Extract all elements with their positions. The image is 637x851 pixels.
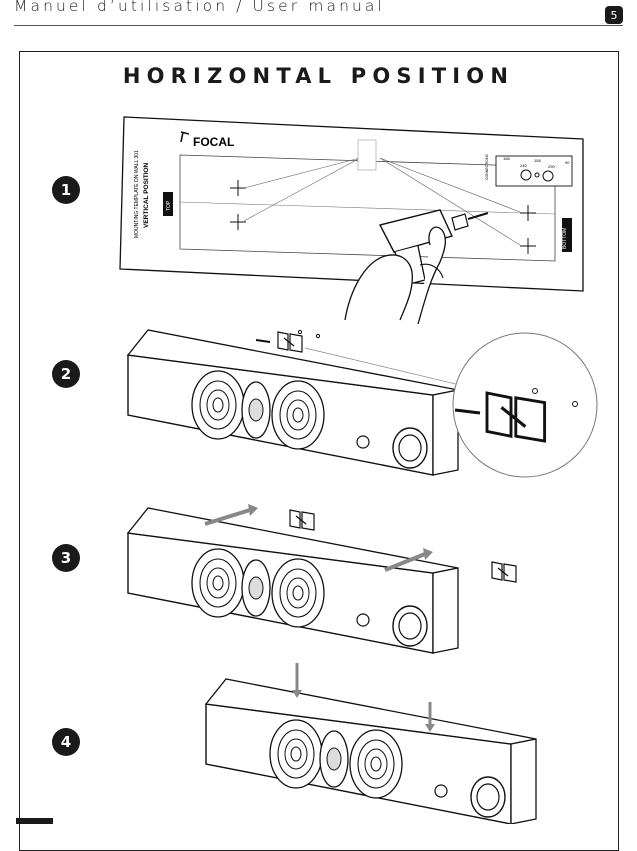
section-title: HORIZONTAL POSITION — [122, 64, 515, 88]
step1-illustration: TOP BOTTOM VERTICAL POSITION MOUNTING TE… — [119, 116, 584, 325]
template-dim-5: 290 — [548, 164, 555, 169]
template-dim-2: 158 — [534, 158, 541, 163]
focal-logo-icon — [180, 131, 190, 143]
template-side-text-1: MOUNTING TEMPLATE ON WALL 301 — [134, 150, 140, 238]
illustrations: TOP BOTTOM VERTICAL POSITION MOUNTING TE… — [119, 116, 598, 824]
step4-illustration — [205, 663, 537, 824]
template-bottom-label: BOTTOM — [562, 228, 568, 249]
step3-illustration — [127, 504, 517, 654]
header-divider — [14, 25, 623, 26]
step2-illustration — [127, 329, 598, 478]
template-dim-3: 90 — [565, 160, 570, 165]
corner-mark — [16, 818, 53, 824]
template-brand: FOCAL — [193, 135, 234, 149]
template-dim-1: 158 — [503, 156, 510, 161]
step-badge-2: 2 — [52, 360, 80, 388]
step-badge-4: 4 — [52, 728, 80, 756]
step-badge-3: 3 — [52, 544, 80, 572]
header-title: Manuel d’utilisation / User manual — [14, 0, 385, 15]
template-top-label: TOP — [166, 200, 172, 211]
page-number: 5 — [605, 6, 623, 24]
step-badge-1: 1 — [52, 176, 80, 204]
template-connections-label: CONNECTIONS — [485, 153, 489, 180]
template-dim-4: 240 — [520, 163, 527, 168]
template-side-text-2: VERTICAL POSITION — [143, 162, 150, 228]
